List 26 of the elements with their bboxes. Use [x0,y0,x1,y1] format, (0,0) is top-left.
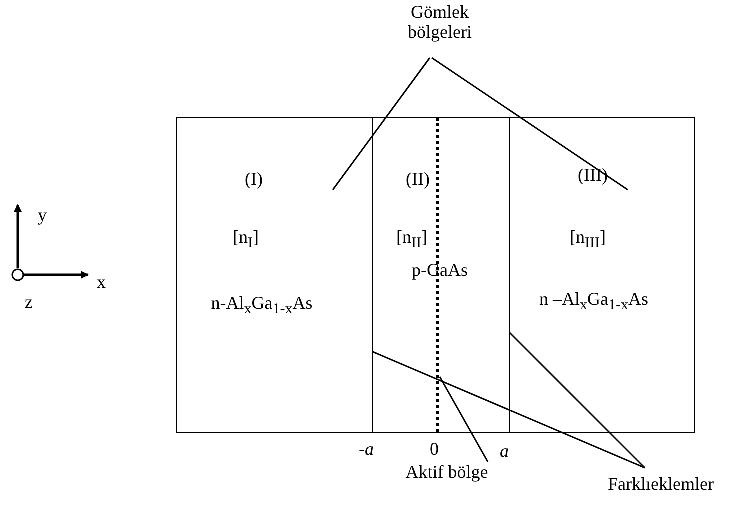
region-number: (II) [406,170,430,190]
layer-region [176,117,373,433]
region-number: (III) [578,166,608,186]
refractive-index-label: [n$_{II}$] [396,228,428,252]
leader-line [509,332,646,469]
material-label: n –Al$_{x}$Ga$_{1-x}$As [540,290,648,314]
axis-label: z [25,293,33,313]
position-label: -a [359,440,374,460]
position-label: a [500,442,509,462]
callout-text: Farklıeklemler [608,475,714,495]
position-label: 0 [430,440,439,460]
leader-line [372,351,646,469]
material-label: p-GaAs [412,261,468,281]
leader-line [332,58,431,190]
axis-label: x [97,273,106,293]
callout-text: Gömlek bölgeleri [407,3,473,43]
axis-label: y [38,206,47,226]
layer-region [509,117,695,433]
refractive-index-label: [n$_{I}$] [233,228,259,252]
region-number: (I) [245,170,263,190]
leader-line [439,376,489,462]
callout-text: Aktif bölge [406,463,488,483]
refractive-index-label: [n$_{III}$] [570,228,606,252]
leader-line [432,57,628,191]
material-label: n-Al$_{x}$Ga$_{1-x}$As [211,294,313,318]
layer-region [372,117,510,433]
